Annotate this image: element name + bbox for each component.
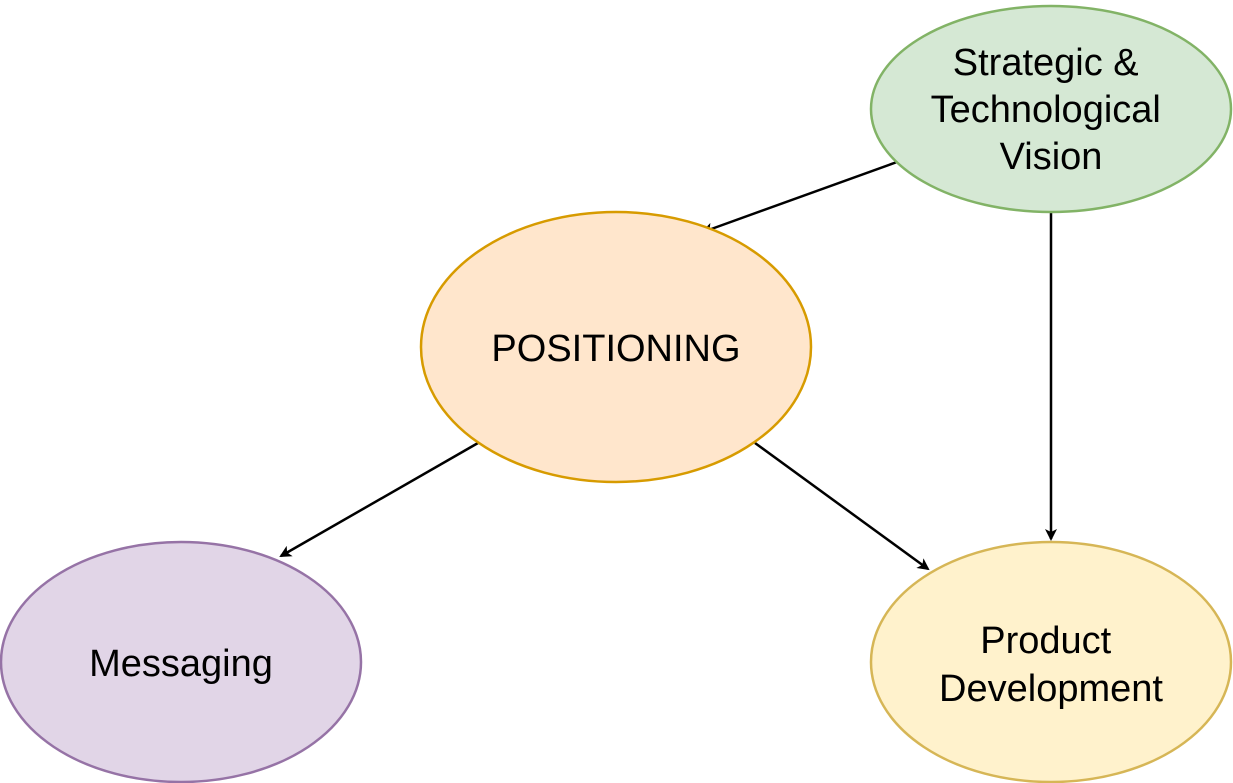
node-product-label-line-1: Product [980,620,1111,662]
node-strategic-label-line-1: Strategic & [953,42,1139,84]
node-strategic-shape [869,4,1233,214]
edge-strategic-to-positioning [701,160,898,235]
node-positioning-shape [419,210,813,484]
node-messaging-label: Messaging [89,643,273,685]
node-messaging[interactable]: Messaging [0,540,363,783]
edge-positioning-to-messaging [279,441,479,558]
node-positioning[interactable]: POSITIONING [419,210,813,484]
node-strategic-label-line-3: Vision [1000,136,1103,178]
node-messaging-label-line-1: Messaging [89,643,273,685]
node-positioning-label-line-1: POSITIONING [491,328,740,370]
node-strategic-label-line-2: Technological [931,89,1161,131]
node-product-label: Product Development [939,620,1163,710]
edge-positioning-to-product [754,441,930,571]
node-product-label-line-2: Development [939,668,1163,710]
node-messaging-shape [0,540,363,783]
node-product[interactable]: Product Development [869,540,1233,783]
node-strategic[interactable]: Strategic & Technological Vision [869,4,1233,214]
node-strategic-label: Strategic & Technological Vision [931,42,1172,178]
edges-group [279,160,1057,571]
node-positioning-label: POSITIONING [491,328,740,370]
node-product-shape [869,540,1233,783]
